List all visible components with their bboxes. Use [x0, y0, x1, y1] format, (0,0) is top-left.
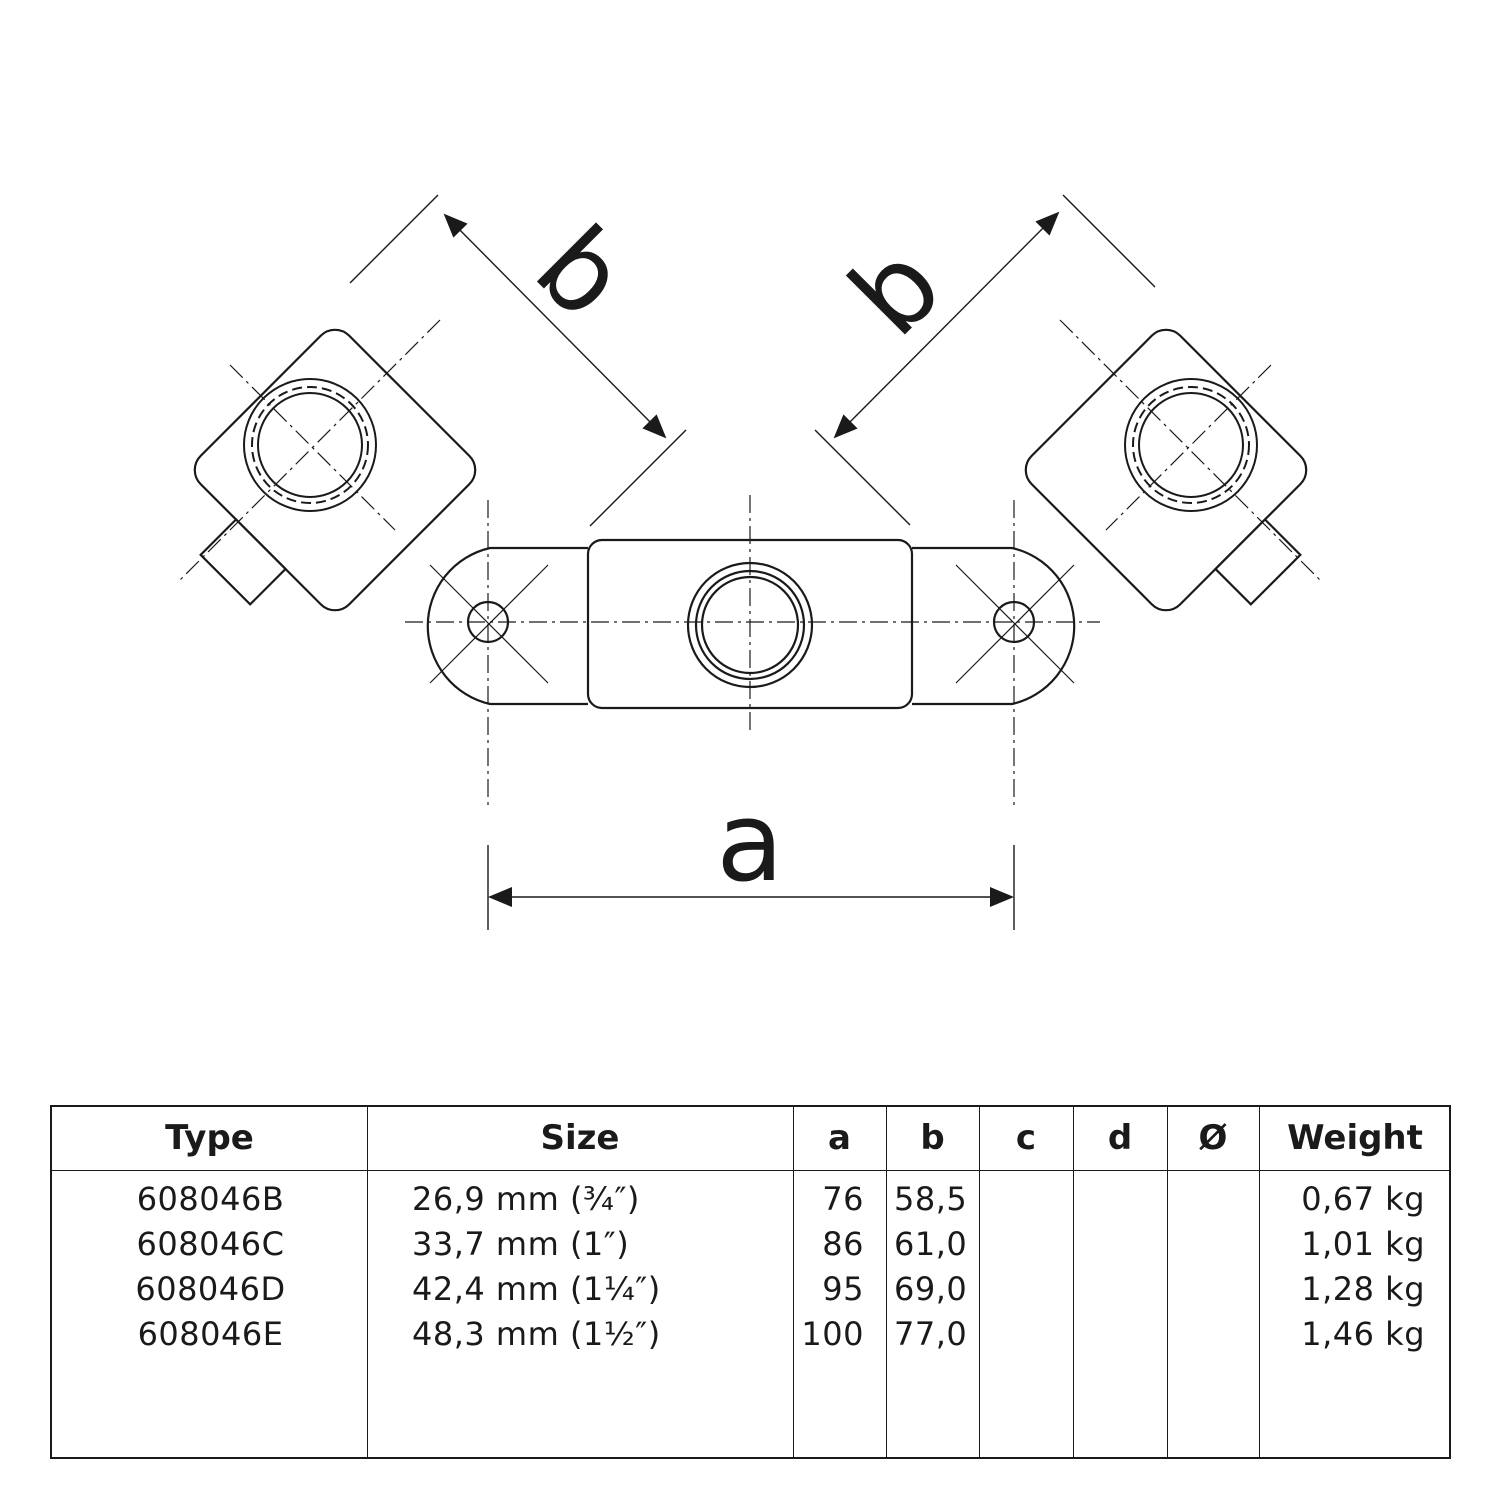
cell-type: 608046C — [136, 1225, 285, 1263]
cell-size: 42,4 mm (1¼″) — [412, 1270, 661, 1308]
header-b: b — [920, 1118, 945, 1158]
col-divider — [979, 1107, 980, 1457]
cell-size: 26,9 mm (¾″) — [412, 1180, 640, 1218]
col-divider — [886, 1107, 887, 1457]
cell-type: 608046E — [137, 1315, 284, 1353]
left-clamp-bore — [243, 378, 377, 512]
header-weight: Weight — [1287, 1118, 1423, 1158]
cell-weight: 1,28 kg — [1301, 1270, 1425, 1308]
dimension-a — [487, 845, 1015, 930]
col-divider — [1167, 1107, 1168, 1457]
center-lines — [179, 319, 1321, 805]
header-type: Type — [165, 1118, 254, 1158]
cell-a: 95 — [822, 1270, 864, 1308]
cell-a: 76 — [822, 1180, 864, 1218]
col-divider — [1073, 1107, 1074, 1457]
right-clamp — [1024, 328, 1308, 612]
dimension-label-a: a — [716, 778, 783, 906]
dimension-label-b-left: b — [512, 202, 652, 342]
spec-table: Type Size a b c d Ø Weight 608046B 26,9 … — [50, 1105, 1451, 1459]
cell-size: 48,3 mm (1½″) — [412, 1315, 661, 1353]
header-c: c — [1015, 1118, 1037, 1158]
col-divider — [793, 1107, 794, 1457]
technical-drawing: b b a — [179, 194, 1321, 930]
header-divider — [52, 1170, 1449, 1171]
header-size: Size — [540, 1118, 620, 1158]
cell-a: 86 — [822, 1225, 864, 1263]
cell-b: 77,0 — [894, 1315, 968, 1353]
cell-weight: 1,01 kg — [1301, 1225, 1425, 1263]
dimension-b-left — [349, 194, 687, 527]
cell-b: 61,0 — [894, 1225, 968, 1263]
cell-size: 33,7 mm (1″) — [412, 1225, 630, 1263]
cell-b: 69,0 — [894, 1270, 968, 1308]
right-clamp-bore — [1124, 378, 1258, 512]
cell-a: 100 — [801, 1315, 864, 1353]
cell-b: 58,5 — [894, 1180, 968, 1218]
dimension-label-b-right: b — [826, 220, 966, 360]
left-pivot-boss — [426, 546, 588, 706]
left-clamp — [193, 328, 477, 612]
right-pivot-boss — [912, 546, 1076, 706]
cell-weight: 0,67 kg — [1301, 1180, 1425, 1218]
header-d: d — [1107, 1118, 1133, 1158]
cell-weight: 1,46 kg — [1301, 1315, 1425, 1353]
dimension-b-right — [814, 194, 1156, 526]
cell-type: 608046B — [136, 1180, 285, 1218]
cell-type: 608046D — [135, 1270, 286, 1308]
col-divider — [1259, 1107, 1260, 1457]
col-divider — [367, 1107, 368, 1457]
header-a: a — [828, 1118, 851, 1158]
header-diameter: Ø — [1198, 1118, 1228, 1158]
pivot-diagonals — [429, 564, 1075, 684]
